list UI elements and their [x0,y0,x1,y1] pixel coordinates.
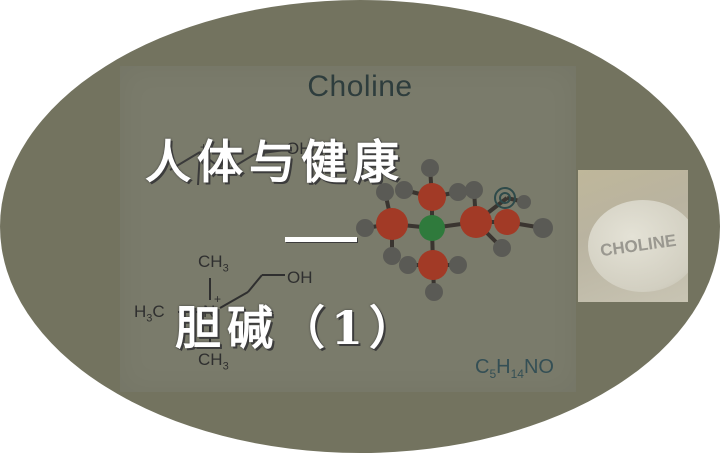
oh-label-top: OH [286,139,312,158]
plus-sign: + [214,292,222,306]
choline-pill-photo: CHOLINE [578,170,688,302]
headline-top: 人体与健康 [145,135,405,189]
oh-label-bottom: OH [287,268,313,287]
title-divider [285,237,357,242]
plus-sign-small: + [200,140,208,154]
ch3-top-label: CH3 [198,252,229,275]
panel-title: Choline [307,70,413,103]
h3c-label: H3C [134,302,165,325]
headline-bottom: 胆碱（1） [175,301,422,355]
pill-tablet [588,200,688,292]
ch3-bottom-label: CH3 [198,350,229,373]
molecular-formula: C5H14NO [475,356,554,381]
n-atom-label: N [203,302,216,321]
